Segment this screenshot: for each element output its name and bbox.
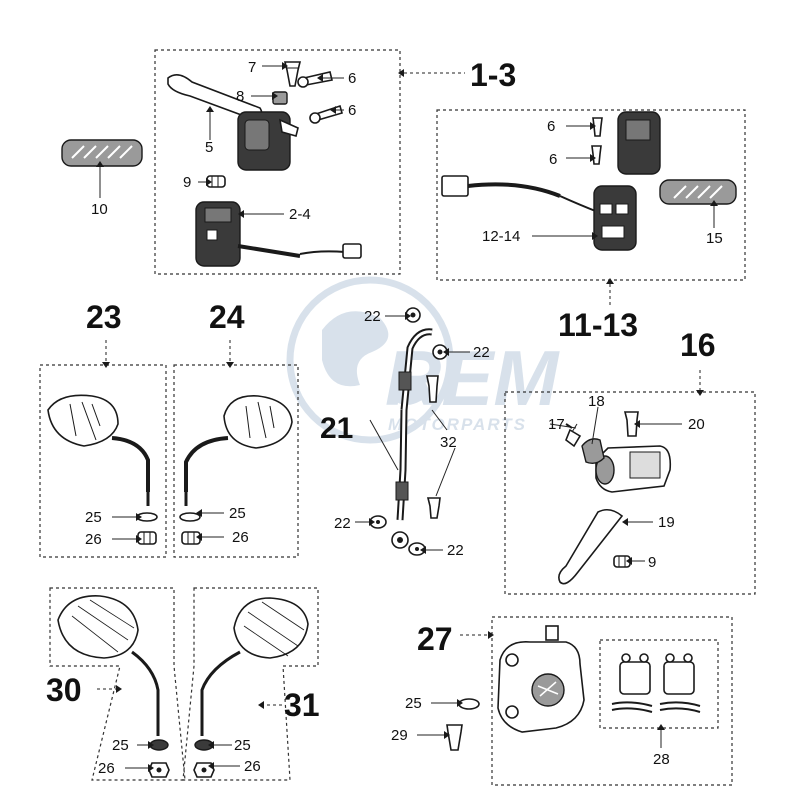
box-group-16 (504, 391, 756, 595)
washer-part-25c (458, 698, 480, 710)
grip-part-15 (659, 179, 737, 205)
label-part-26d: 26 (244, 758, 261, 775)
group-label-16: 16 (680, 327, 716, 363)
box-group-23 (39, 364, 167, 558)
mirror-part-23 (47, 394, 150, 506)
box-group-31 (182, 587, 319, 781)
watermark-subtitle: MOTORPARTS (388, 415, 527, 434)
label-part-26b: 26 (232, 529, 249, 546)
group-label-21: 21 (320, 412, 353, 445)
box-part-28 (599, 639, 719, 729)
label-part-25d: 25 (112, 737, 129, 754)
screw-part-7 (283, 61, 302, 87)
watermark-logo: REM (385, 334, 560, 422)
label-part-25b: 25 (229, 505, 246, 522)
washer-part-25b (179, 512, 201, 522)
label-part-10: 10 (91, 201, 108, 218)
box-group-11-13 (436, 109, 746, 281)
continent-shape (322, 311, 389, 387)
bolt-part-32a (426, 375, 439, 403)
part-labels: 7 8 6 6 5 9 2-4 10 6 6 12-14 15 22 22 32… (85, 59, 723, 777)
label-part-18: 18 (588, 393, 605, 410)
caliper-part-27 (497, 625, 585, 733)
switch-part-2-4 (195, 201, 362, 267)
label-part-6d: 6 (549, 151, 557, 168)
label-part-22b: 22 (473, 344, 490, 361)
brake-lever-part-5 (167, 74, 299, 171)
group-labels: 1-3 11-13 16 21 23 24 27 30 31 (46, 57, 716, 723)
screw-part-6b (309, 104, 343, 124)
label-part-28: 28 (653, 751, 670, 768)
screw-part-6d (591, 145, 602, 165)
label-part-6c: 6 (547, 118, 555, 135)
globe-icon (286, 276, 454, 444)
label-part-9b: 9 (648, 554, 656, 571)
group-label-23: 23 (86, 299, 122, 335)
mirror-part-24 (184, 395, 293, 506)
switch-cover-part-11 (617, 111, 661, 175)
label-part-20: 20 (688, 416, 705, 433)
label-part-5: 5 (205, 139, 213, 156)
group-label-31: 31 (284, 687, 320, 723)
switch-housing-part-12-14 (441, 175, 637, 251)
label-part-26c: 26 (98, 760, 115, 777)
label-part-12-14: 12-14 (482, 228, 520, 245)
bracket-part-18 (581, 438, 605, 465)
label-part-2-4: 2-4 (289, 206, 311, 223)
label-part-25e: 25 (234, 737, 251, 754)
label-part-8: 8 (236, 88, 244, 105)
bolt-part-20 (623, 411, 639, 437)
label-part-25c: 25 (405, 695, 422, 712)
label-part-25a: 25 (85, 509, 102, 526)
nut-part-8 (272, 91, 288, 105)
label-part-22c: 22 (334, 515, 351, 532)
screw-part-6a (297, 71, 333, 88)
label-part-29: 29 (391, 727, 408, 744)
nut-part-26c (148, 762, 170, 778)
label-part-6b: 6 (348, 102, 356, 119)
bolt-part-32b (426, 497, 441, 519)
label-part-32: 32 (440, 434, 457, 451)
arrow-heads (96, 62, 718, 772)
label-part-22a: 22 (364, 308, 381, 325)
label-part-7: 7 (248, 59, 256, 76)
lever-part-19 (558, 508, 624, 585)
leader-lines (97, 65, 715, 769)
nut-part-26a (137, 531, 157, 545)
label-part-6a: 6 (348, 70, 356, 87)
grip-part-10 (61, 139, 143, 167)
box-group-27 (491, 616, 733, 786)
label-part-17: 17 (548, 416, 565, 433)
box-group-1-3 (154, 49, 401, 275)
brake-pads-part-28 (611, 653, 701, 713)
spacer-part-9b (613, 555, 631, 568)
nut-part-26b (181, 531, 201, 545)
group-label-1-3: 1-3 (470, 57, 516, 93)
group-label-11-13: 11-13 (558, 307, 638, 343)
group-label-27: 27 (417, 621, 453, 657)
group-label-30: 30 (46, 672, 82, 708)
label-part-19: 19 (658, 514, 675, 531)
master-cylinder-part-16 (595, 445, 672, 493)
label-part-15: 15 (706, 230, 723, 247)
mirror-part-30 (57, 595, 160, 736)
watermark: REM MOTORPARTS (286, 276, 560, 444)
box-group-24 (173, 364, 299, 558)
brake-hose-part-21 (391, 307, 448, 549)
bolt-part-29 (446, 724, 463, 751)
mirror-part-31 (200, 597, 309, 736)
label-part-26a: 26 (85, 531, 102, 548)
group-label-24: 24 (209, 299, 245, 335)
label-part-22d: 22 (447, 542, 464, 559)
label-part-9a: 9 (183, 174, 191, 191)
